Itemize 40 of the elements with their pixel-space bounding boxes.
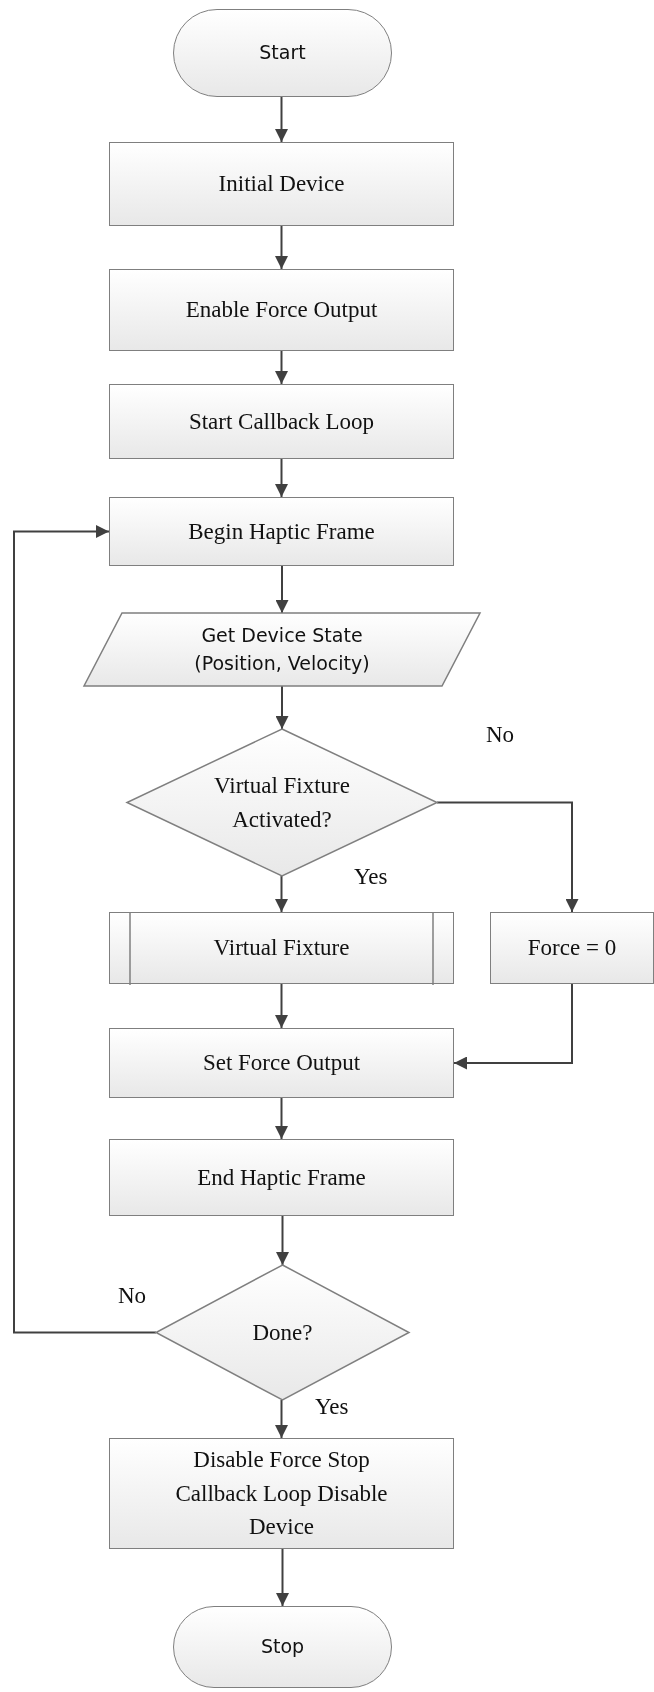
- node-label: Start Callback Loop: [188, 407, 375, 436]
- arrow: [453, 983, 573, 1070]
- arrow: [275, 225, 288, 270]
- arrow: [276, 1215, 289, 1266]
- node-label: Done?: [252, 1318, 313, 1347]
- node-label: Start: [259, 40, 306, 66]
- process-box: [109, 1139, 454, 1216]
- process-box: [490, 912, 654, 984]
- arrow: [275, 458, 288, 498]
- decision-diamond: [156, 1265, 409, 1400]
- arrow: [275, 1097, 288, 1140]
- node-label: Set Force Output: [202, 1049, 361, 1078]
- arrow: [275, 1399, 288, 1439]
- process-box: [109, 269, 454, 351]
- process-box: [109, 497, 454, 566]
- arrow: [275, 96, 288, 143]
- node-label: Begin Haptic Frame: [188, 517, 375, 546]
- process-box: [109, 384, 454, 459]
- arrow: [275, 875, 288, 913]
- arrow: [13, 525, 157, 1334]
- node-label: Virtual Fixture: [213, 934, 350, 963]
- node-label: Force = 0: [527, 934, 617, 963]
- process-box: [109, 1438, 454, 1549]
- arrow: [275, 685, 289, 730]
- arrow: [436, 801, 579, 913]
- node-label: Get Device State (Position, Velocity): [193, 622, 371, 676]
- subprocess-box: [109, 912, 454, 984]
- node-label: End Haptic Frame: [197, 1163, 366, 1192]
- node-label: Stop: [260, 1634, 305, 1660]
- process-box: [109, 142, 454, 226]
- input-output-parallelogram: [84, 613, 480, 686]
- arrow: [276, 1548, 289, 1607]
- arrow: [275, 350, 288, 385]
- node-label: Enable Force Output: [185, 296, 378, 325]
- node-label: Disable Force Stop Callback Loop Disable Device: [174, 1446, 389, 1542]
- arrow: [275, 565, 289, 614]
- arrow: [275, 983, 288, 1029]
- node-label: Initial Device: [218, 170, 345, 199]
- process-box: [109, 1028, 454, 1098]
- node-label: Virtual Fixture Activated?: [213, 772, 351, 834]
